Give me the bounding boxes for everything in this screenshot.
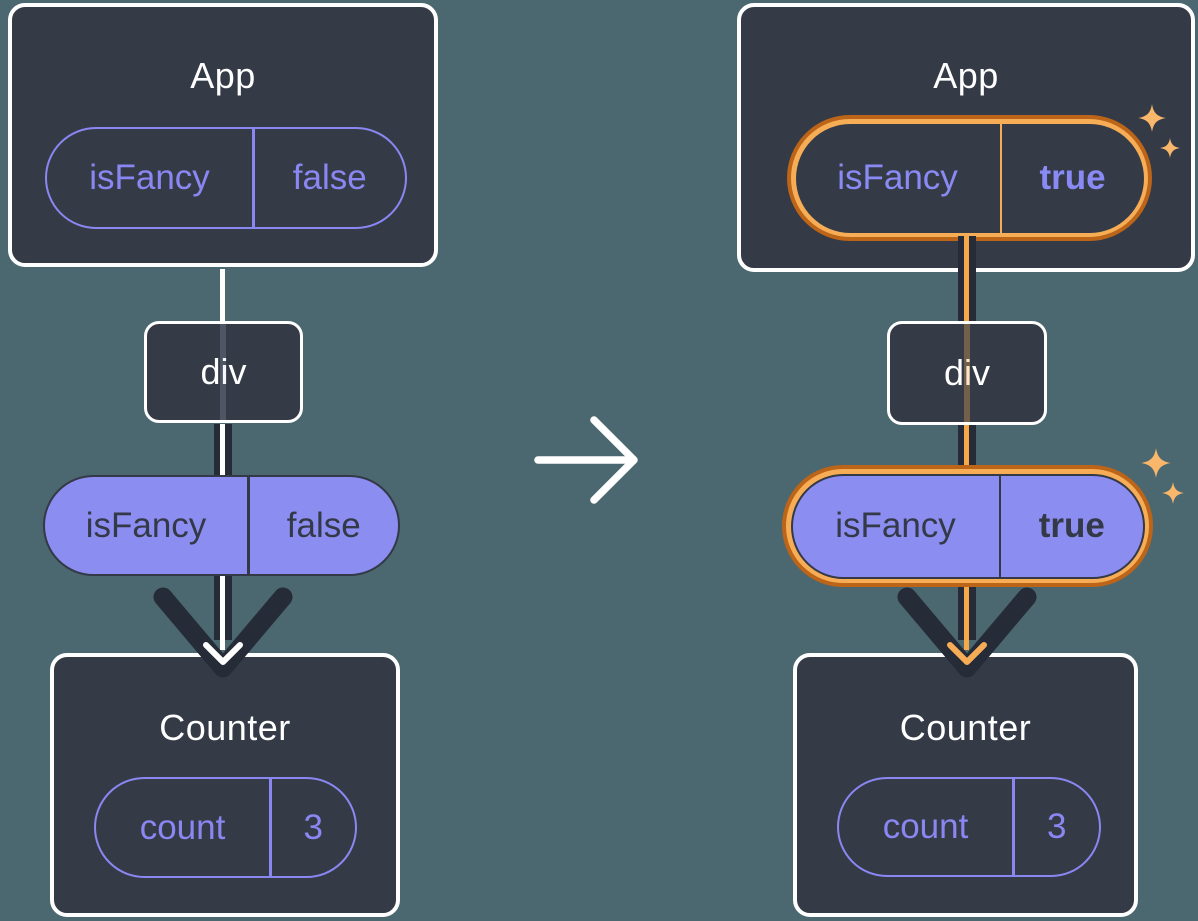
pill-divider (1012, 779, 1015, 875)
component-title: App (190, 55, 256, 96)
state-name: isFancy (837, 158, 958, 197)
div-node: div (144, 321, 303, 423)
flow-arrowhead-core (946, 638, 988, 668)
state-name: count (882, 807, 969, 846)
app-component-box: App isFancy true (737, 3, 1195, 272)
flow-arrowhead-dark (894, 586, 1040, 680)
app-component-box: App isFancy false (8, 3, 438, 267)
prop-name: isFancy (85, 505, 207, 545)
state-pill: count 3 (94, 777, 357, 878)
prop-pill: isFancy false (43, 475, 400, 576)
div-node: div (887, 321, 1047, 425)
pill-divider (999, 123, 1002, 233)
prop-pill-highlighted: isFancy true (782, 465, 1153, 587)
prop-value: false (286, 505, 361, 545)
pass-through-stripe (220, 324, 226, 420)
tree-edge (220, 269, 225, 324)
pass-through-stripe (964, 324, 970, 422)
state-value: 3 (1047, 807, 1067, 846)
state-value: 3 (303, 807, 323, 847)
flow-arrowhead-dark (150, 586, 296, 680)
prop-value: true (1038, 506, 1105, 545)
flow-arrowhead-core (202, 638, 244, 668)
pill-divider (998, 475, 1001, 577)
counter-component-box: Counter count 3 (50, 653, 400, 917)
state-name: isFancy (89, 158, 210, 197)
state-pill: isFancy false (45, 127, 407, 229)
state-name: count (139, 807, 226, 847)
component-title: Counter (159, 707, 291, 748)
pill-divider (252, 129, 255, 227)
sparkle-icon (1141, 448, 1171, 478)
sparkle-icon (1160, 138, 1180, 158)
prop-name: isFancy (835, 506, 956, 545)
prop-flow-line-core (964, 236, 969, 324)
state-value: true (1039, 158, 1106, 197)
sparkle-icon (1162, 482, 1184, 504)
right-arrow-icon (528, 410, 648, 510)
div-label: div (943, 352, 991, 393)
state-pill: count 3 (837, 777, 1101, 877)
sparkle-icon (1138, 104, 1166, 132)
component-title: Counter (899, 707, 1032, 748)
state-value: false (292, 158, 367, 197)
state-pill-highlighted: isFancy true (787, 115, 1152, 241)
counter-component-box: Counter count 3 (793, 653, 1138, 917)
pill-divider (247, 477, 250, 574)
component-title: App (933, 55, 999, 96)
div-label: div (200, 351, 247, 392)
pill-divider (269, 779, 272, 876)
